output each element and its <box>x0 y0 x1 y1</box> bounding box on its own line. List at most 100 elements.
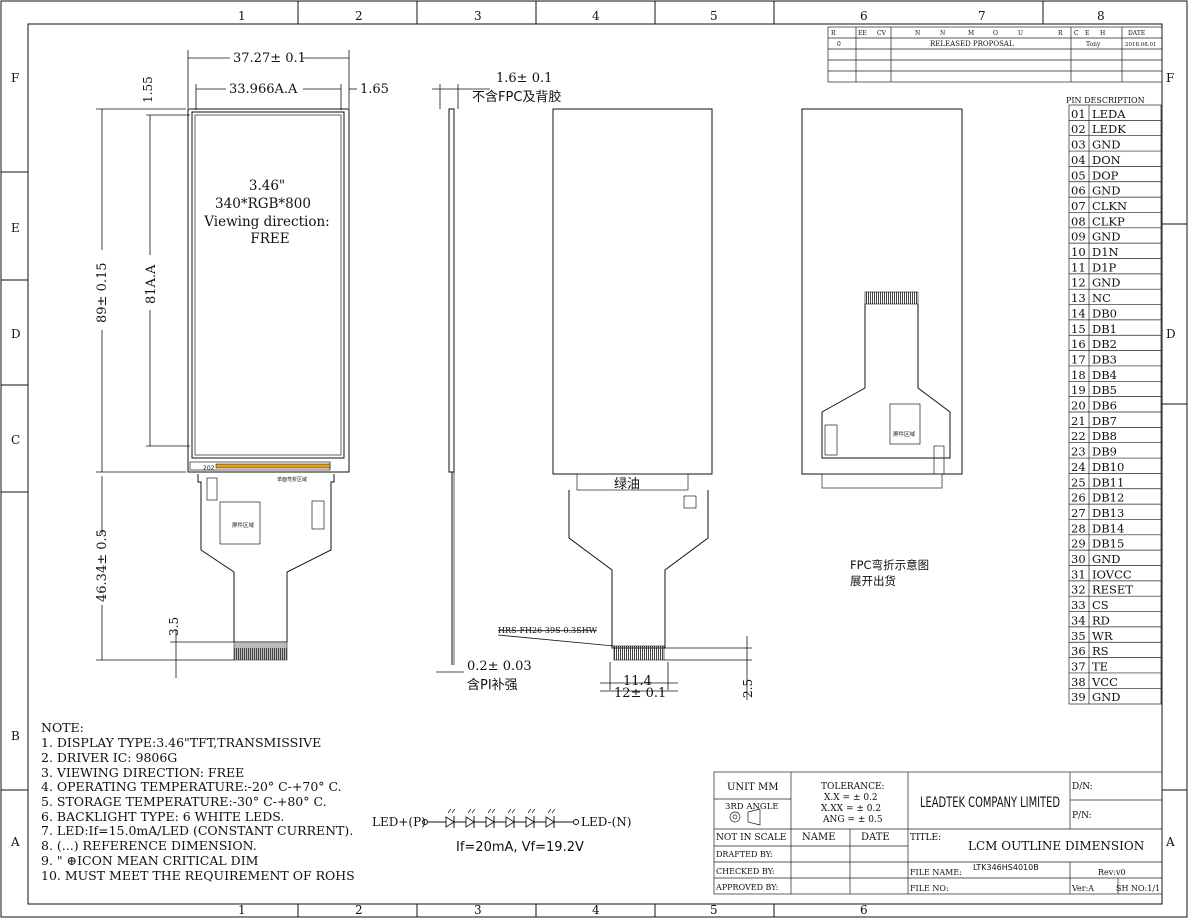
pin-name: CS <box>1092 598 1109 612</box>
rev-header-m: M <box>968 30 974 37</box>
led-diode <box>465 808 476 828</box>
pin-number: 06 <box>1071 184 1086 198</box>
version-value: Ver:A <box>1071 884 1094 893</box>
bent-component-label: 屏件区域 <box>893 430 916 438</box>
note-6: 6. BACKLIGHT TYPE: 6 WHITE LEDS. <box>41 809 284 824</box>
pin-number: 24 <box>1071 460 1086 474</box>
pin-number: 12 <box>1071 276 1086 290</box>
col-label-4-bottom: 4 <box>592 903 600 917</box>
viewing-direction-value: FREE <box>250 231 289 247</box>
pn-label: P/N: <box>1072 811 1092 821</box>
rev-row-description: RELEASED PROPOSAL <box>930 40 1014 48</box>
col-label-7: 7 <box>978 9 986 23</box>
pin-number: 05 <box>1071 168 1086 182</box>
sheet-number: SH NO:1/1 <box>1116 884 1160 893</box>
note-5: 5. STORAGE TEMPERATURE:-30° C-+80° C. <box>41 794 327 809</box>
note-8: 8. (...) REFERENCE DIMENSION. <box>41 838 257 853</box>
col-label-2-bottom: 2 <box>355 903 363 917</box>
bent-fpc-shape <box>821 304 951 459</box>
pin-name: LEDA <box>1092 107 1126 121</box>
pin-name: DON <box>1092 153 1121 167</box>
pin-number: 07 <box>1071 199 1086 213</box>
pin-name: GND <box>1092 552 1120 566</box>
file-name-label: FILE NAME: <box>910 868 962 877</box>
fpc-bend-label: 单面弯折区域 <box>277 476 307 483</box>
pin-number: 03 <box>1071 138 1086 152</box>
fpc-component-label: 屏件区域 <box>232 521 255 529</box>
rev-header-u: U <box>1018 30 1023 37</box>
col-label-6: 6 <box>860 9 868 23</box>
led-diode <box>525 808 536 828</box>
pin-number: 09 <box>1071 230 1086 244</box>
drafted-by: DRAFTED BY: <box>716 850 773 859</box>
pin-name: DB9 <box>1092 445 1117 459</box>
led-circuit: LED+(P) LED-(N) If=20mA, Vf=19.2V <box>372 808 632 855</box>
pin-name: DB10 <box>1092 460 1124 474</box>
connector-part-number: HRS-FH26-39S-0.3SHW <box>498 626 598 635</box>
projection-icon <box>729 811 741 823</box>
fpc-pin-label: 202 <box>203 465 215 472</box>
pin-name: DB5 <box>1092 383 1117 397</box>
unit-label: UNIT MM <box>727 782 778 793</box>
pin-name: LEDK <box>1092 122 1126 136</box>
note-1: 1. DISPLAY TYPE:3.46"TFT,TRANSMISSIVE <box>41 735 321 750</box>
row-label-d: D <box>11 327 21 341</box>
note-9: 9. " ⊕ICON MEAN CRITICAL DIM <box>41 853 259 868</box>
pin-number: 22 <box>1071 429 1086 443</box>
bent-note-2: 展开出货 <box>850 574 896 588</box>
pin-number: 11 <box>1071 260 1086 274</box>
pin-number: 20 <box>1071 399 1086 413</box>
pin-name: DB14 <box>1092 521 1124 535</box>
bent-note-1: FPC弯折示意图 <box>850 558 929 572</box>
lcm-outline <box>187 108 350 473</box>
dim-top-margin: 1.55 <box>141 76 155 103</box>
back-fpc-outline <box>568 490 709 649</box>
pin-number: 37 <box>1071 659 1086 673</box>
row-label-b: B <box>11 729 20 743</box>
dim-overall-width: 37.27± 0.1 <box>233 51 306 66</box>
pin-number: 38 <box>1071 675 1086 689</box>
led-cathode-label: LED-(N) <box>581 815 632 829</box>
pin-name: RESET <box>1092 583 1133 597</box>
approved-by: APPROVED BY: <box>715 883 778 892</box>
pin-name: GND <box>1092 138 1120 152</box>
pin-number: 18 <box>1071 368 1086 382</box>
rev-header-cv: CV <box>877 30 887 37</box>
pin-name: CLKN <box>1092 199 1127 213</box>
note-10: 10. MUST MEET THE REQUIREMENT OF ROHS <box>41 868 355 883</box>
pin-name: DB4 <box>1092 368 1117 382</box>
rev-header-o: O <box>993 30 998 37</box>
led-anode-label: LED+(P) <box>372 815 426 829</box>
pin-number: 02 <box>1071 122 1086 136</box>
pin-number: 13 <box>1071 291 1086 305</box>
date-column: DATE <box>861 832 890 843</box>
pin-number: 15 <box>1071 322 1086 336</box>
pin-name: DOP <box>1092 168 1119 182</box>
back-view: 绿油 HRS-FH26-39S-0.3SHW 11.4 12± 0.1 2.5 <box>497 108 755 701</box>
note-4: 4. OPERATING TEMPERATURE:-20° C-+70° C. <box>41 779 342 794</box>
pin-name: DB7 <box>1092 414 1117 428</box>
checked-by: CHECKED BY: <box>716 867 775 876</box>
rev-header-r: R <box>831 30 836 37</box>
viewing-direction-label: Viewing direction: <box>203 214 329 230</box>
col-label-3-bottom: 3 <box>474 903 482 917</box>
note-7: 7. LED:If=15.0mA/LED (CONSTANT CURRENT). <box>41 823 353 838</box>
dn-label: D/N: <box>1072 782 1093 792</box>
bent-outline <box>801 108 963 475</box>
rev-header-n2: N <box>940 30 945 37</box>
pin-number: 31 <box>1071 567 1086 581</box>
rev-header-e: E <box>1085 30 1089 37</box>
pin-name: IOVCC <box>1092 567 1132 581</box>
title-label: TITLE: <box>910 833 941 843</box>
pin-number: 16 <box>1071 337 1086 351</box>
rev-header-n1: N <box>915 30 920 37</box>
note-3: 3. VIEWING DIRECTION: FREE <box>41 765 244 780</box>
pin-number: 26 <box>1071 491 1086 505</box>
led-diode <box>505 808 516 828</box>
not-in-scale: NOT IN SCALE <box>716 833 787 843</box>
back-outline <box>552 108 713 475</box>
col-label-2: 2 <box>355 9 363 23</box>
